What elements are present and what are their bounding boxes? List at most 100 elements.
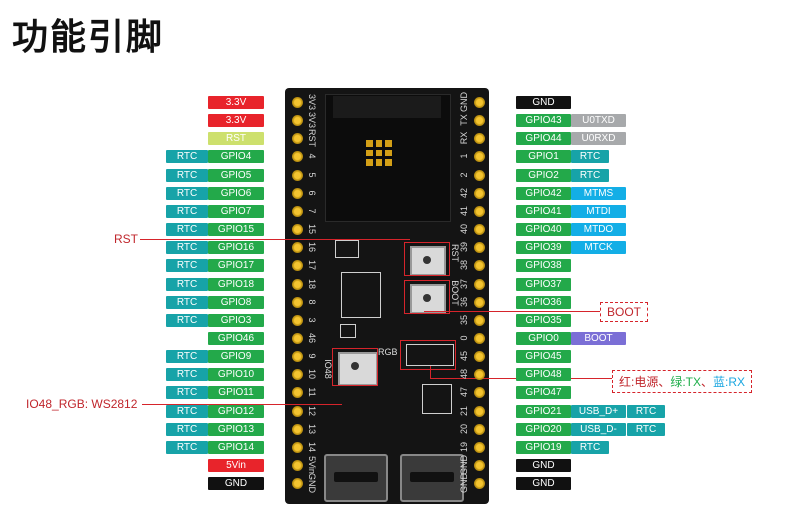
boot-leader (424, 311, 600, 312)
right-header-pin (474, 296, 485, 308)
left-pin-func-label: RTC (166, 440, 208, 454)
boot-button[interactable] (410, 284, 446, 314)
right-header-pin (474, 369, 485, 381)
left-pin-label: GPIO10 (208, 368, 264, 382)
io48-annotation: IO48_RGB: WS2812 (26, 397, 138, 411)
right-pin-label: GPIO35 (516, 313, 571, 327)
leds-leader-vert (430, 366, 431, 379)
right-header-pin (474, 478, 485, 490)
right-header-pin (474, 133, 485, 145)
left-header-pin (292, 387, 303, 399)
left-pin-func-label: RTC (166, 350, 208, 364)
right-pin-func-label: USB_D- (571, 422, 626, 436)
right-pin-func-label: BOOT (571, 331, 626, 345)
left-pin-label: GPIO13 (208, 422, 264, 436)
left-header-pin (292, 332, 303, 344)
capacitor (340, 324, 356, 338)
right-header-pin (474, 242, 485, 254)
right-header-pin (474, 115, 485, 127)
right-header-pin (474, 460, 485, 471)
right-header-pin (474, 351, 485, 363)
left-pin-func-label: RTC (166, 186, 208, 200)
left-header-pin (292, 460, 303, 471)
left-pin-label: GPIO6 (208, 186, 264, 200)
right-header-pin (474, 332, 485, 344)
right-pin-label: GPIO43 (516, 114, 571, 128)
left-pin-label: GPIO17 (208, 259, 264, 273)
left-pin-label: GPIO12 (208, 404, 264, 418)
led-green-text: 绿:TX (670, 375, 702, 389)
left-header-pin (292, 405, 303, 417)
left-pin-func-label: RTC (166, 241, 208, 255)
left-header-pin (292, 296, 303, 308)
left-pin-label: GPIO4 (208, 150, 264, 164)
left-header-pin (292, 441, 303, 453)
left-header-pin (292, 97, 303, 108)
right-pin-label: GND (516, 96, 571, 109)
right-header-pin (474, 387, 485, 399)
right-pin-func-label: MTDO (571, 223, 626, 237)
left-pin-label: 3.3V (208, 96, 264, 109)
left-header-pin (292, 224, 303, 236)
right-pin-label: GPIO44 (516, 132, 571, 146)
left-header-pin (292, 205, 303, 217)
left-header-pin (292, 115, 303, 127)
left-pin-label: GND (208, 477, 264, 491)
right-pin-func-label: RTC (571, 440, 609, 454)
right-pin-func-label: RTC (627, 422, 665, 436)
left-header-pin (292, 351, 303, 363)
left-pin-func-label: RTC (166, 368, 208, 382)
right-pin-label: GND (516, 477, 571, 491)
left-header-pin (292, 260, 303, 272)
right-pin-func-label: RTC (627, 404, 665, 418)
left-pin-label: GPIO9 (208, 350, 264, 364)
right-pin-label: GPIO36 (516, 295, 571, 309)
right-pin-func-label: U0RXD (571, 132, 626, 146)
leds-highlight (400, 340, 456, 370)
left-pin-func-label: RTC (166, 404, 208, 418)
usb-bridge-chip (422, 384, 452, 414)
module-pad-grid (366, 140, 392, 166)
right-header-pin (474, 423, 485, 435)
left-pin-func-label: RTC (166, 386, 208, 400)
capacitor (335, 240, 359, 258)
right-pin-label: GPIO48 (516, 368, 571, 382)
right-header-pin (474, 169, 485, 181)
left-pin-label: GPIO7 (208, 204, 264, 218)
status-leds (406, 344, 454, 366)
right-header-pin (474, 314, 485, 326)
right-pin-label: GPIO19 (516, 440, 571, 454)
right-header-pin (474, 278, 485, 290)
left-pin-func-label: RTC (166, 168, 208, 182)
right-pin-silkscreen: GND (459, 473, 469, 494)
left-header-pin (292, 369, 303, 381)
left-pin-func-label: RTC (166, 313, 208, 327)
right-pin-label: GPIO20 (516, 422, 571, 436)
usb-c-port-right (400, 454, 464, 502)
left-header-pin (292, 278, 303, 290)
right-pin-func-label: MTCK (571, 241, 626, 255)
rst-leader (140, 239, 410, 240)
left-pin-label: GPIO11 (208, 386, 264, 400)
boot-highlight (404, 280, 450, 314)
right-pin-func-label: USB_D+ (571, 404, 626, 418)
rgb-highlight (332, 348, 378, 386)
left-pin-label: 5Vin (208, 459, 264, 472)
left-header-pin (292, 151, 303, 163)
right-header-pin (474, 151, 485, 163)
led-blue-text: 蓝:RX (713, 375, 746, 389)
right-pin-func-label: MTDI (571, 204, 626, 218)
right-pin-label: GPIO37 (516, 277, 571, 291)
led-sep-text: 、 (701, 375, 714, 389)
left-header-pin (292, 423, 303, 435)
left-header-pin (292, 187, 303, 199)
right-pin-label: GPIO2 (516, 168, 571, 182)
rst-annotation: RST (114, 232, 138, 246)
left-header-pin (292, 314, 303, 326)
left-pin-label: GPIO8 (208, 295, 264, 309)
silk-rgb: RGB (378, 347, 398, 357)
left-pin-func-label: RTC (166, 259, 208, 273)
right-pin-label: GPIO41 (516, 204, 571, 218)
left-header-pin (292, 169, 303, 181)
right-header-pin (474, 97, 485, 108)
